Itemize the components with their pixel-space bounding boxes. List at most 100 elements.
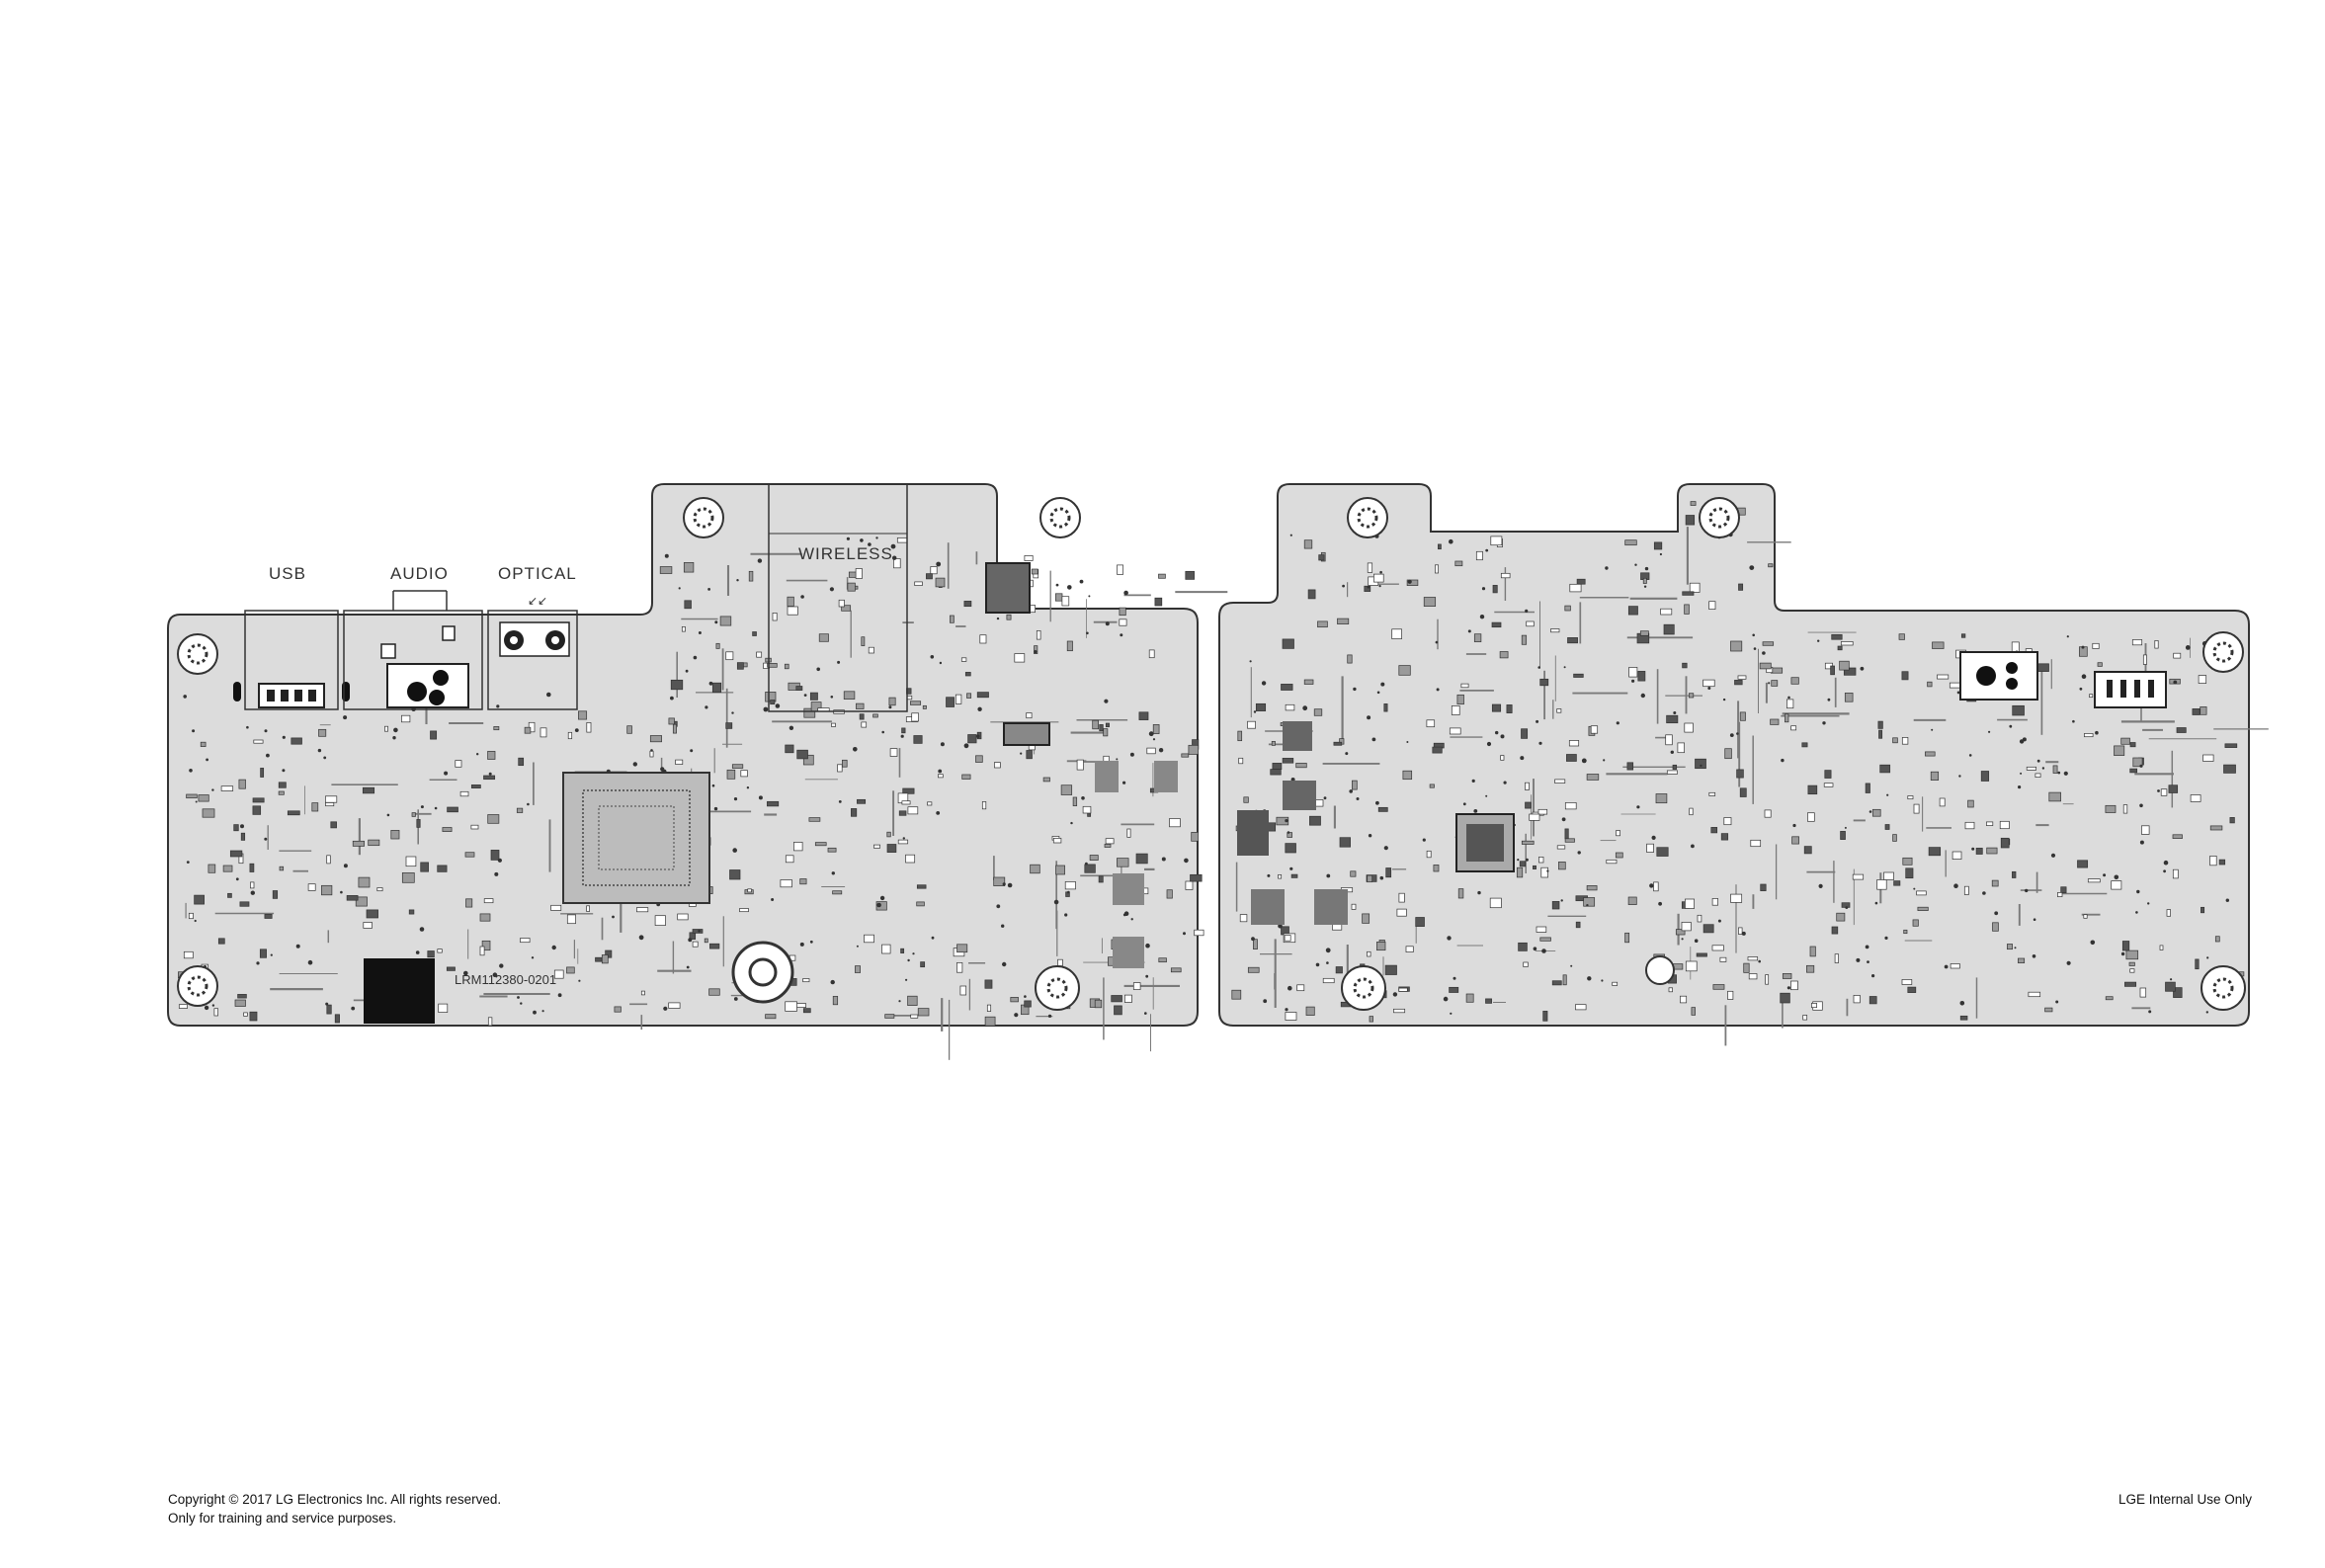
smd-component bbox=[860, 714, 864, 719]
via bbox=[387, 814, 390, 817]
smd-component bbox=[327, 1005, 332, 1014]
smd-component bbox=[1981, 772, 1989, 782]
via bbox=[996, 904, 1000, 908]
smd-component bbox=[1748, 957, 1758, 960]
smd-component bbox=[1117, 859, 1128, 867]
smd-component bbox=[1735, 680, 1743, 685]
smd-component bbox=[1368, 875, 1372, 882]
smd-component bbox=[833, 996, 838, 1004]
power-inductor bbox=[1004, 723, 1049, 745]
smd-component bbox=[1765, 810, 1771, 817]
smd-component bbox=[1913, 920, 1918, 926]
smd-component bbox=[1691, 502, 1696, 506]
smd-component bbox=[2090, 695, 2093, 698]
smd-component bbox=[1791, 726, 1796, 730]
smd-component bbox=[819, 634, 828, 642]
smd-component bbox=[234, 825, 239, 831]
smd-component bbox=[2199, 676, 2206, 684]
smd-component bbox=[1678, 743, 1685, 753]
smd-component bbox=[1656, 794, 1667, 803]
smd-component bbox=[1434, 865, 1439, 871]
smd-component bbox=[650, 751, 653, 757]
via bbox=[1587, 976, 1591, 980]
smd-component bbox=[2000, 821, 2009, 828]
smd-component bbox=[1872, 809, 1880, 816]
via bbox=[308, 960, 313, 965]
smd-component bbox=[218, 939, 224, 944]
via bbox=[1871, 974, 1874, 977]
smd-component bbox=[2122, 942, 2129, 951]
smd-component bbox=[1438, 544, 1441, 549]
smd-component bbox=[1283, 758, 1293, 763]
via bbox=[687, 966, 690, 969]
smd-component bbox=[901, 949, 904, 952]
smd-component bbox=[201, 742, 206, 746]
smd-component bbox=[2084, 733, 2093, 736]
via bbox=[183, 695, 187, 699]
smd-component bbox=[842, 760, 847, 767]
smd-component bbox=[1376, 942, 1385, 949]
via bbox=[670, 697, 674, 701]
smd-component bbox=[494, 726, 499, 729]
via bbox=[1736, 732, 1739, 735]
smd-component bbox=[2173, 835, 2183, 839]
smd-component bbox=[567, 915, 575, 924]
smd-component bbox=[1466, 994, 1473, 1002]
smd-component bbox=[915, 582, 923, 586]
via bbox=[1754, 647, 1757, 650]
via bbox=[527, 803, 530, 806]
smd-component bbox=[1318, 621, 1328, 627]
smd-component bbox=[1363, 914, 1370, 924]
smd-component bbox=[1519, 943, 1528, 950]
via bbox=[1153, 738, 1155, 740]
smd-component bbox=[230, 851, 242, 857]
smd-component bbox=[788, 607, 797, 615]
smd-component bbox=[1880, 765, 1890, 773]
smd-component bbox=[199, 795, 208, 802]
footer-left: Copyright © 2017 LG Electronics Inc. All… bbox=[168, 1490, 501, 1527]
smd-component bbox=[1083, 806, 1091, 813]
via bbox=[1468, 629, 1471, 632]
smd-component bbox=[1538, 809, 1547, 814]
dsp-chip bbox=[1456, 814, 1514, 871]
via bbox=[192, 729, 195, 732]
smd-component bbox=[917, 902, 925, 906]
via bbox=[1730, 733, 1734, 737]
smd-component bbox=[1314, 709, 1322, 716]
via bbox=[699, 631, 702, 634]
smd-component bbox=[918, 1009, 929, 1016]
via bbox=[860, 538, 864, 542]
smd-component bbox=[1525, 783, 1529, 789]
via bbox=[759, 795, 763, 799]
smd-component bbox=[319, 729, 326, 736]
via bbox=[283, 736, 286, 739]
smd-component bbox=[1352, 904, 1356, 909]
smd-component bbox=[221, 786, 233, 791]
via bbox=[2009, 725, 2012, 728]
smd-component bbox=[2225, 744, 2237, 748]
smd-component bbox=[748, 889, 752, 892]
smd-component bbox=[1685, 899, 1694, 909]
smd-component bbox=[1524, 962, 1529, 967]
smd-component bbox=[931, 567, 937, 574]
smd-component bbox=[767, 801, 778, 806]
smd-component bbox=[1037, 630, 1040, 639]
via bbox=[1003, 882, 1006, 885]
usage-note-text: Only for training and service purposes. bbox=[168, 1509, 501, 1527]
via bbox=[853, 747, 858, 752]
smd-component bbox=[1282, 684, 1293, 690]
via bbox=[265, 729, 268, 732]
via bbox=[552, 946, 556, 949]
smd-component bbox=[519, 758, 524, 766]
via bbox=[1960, 1001, 1965, 1006]
smd-component bbox=[596, 957, 603, 961]
smd-component bbox=[2219, 860, 2225, 865]
main-soc-chip bbox=[563, 773, 709, 903]
smd-component bbox=[1640, 631, 1648, 636]
smd-component bbox=[1841, 831, 1846, 839]
smd-component bbox=[1902, 672, 1908, 680]
via bbox=[532, 956, 534, 958]
smd-component bbox=[1738, 928, 1742, 935]
via bbox=[1538, 742, 1541, 745]
via bbox=[1749, 565, 1754, 570]
